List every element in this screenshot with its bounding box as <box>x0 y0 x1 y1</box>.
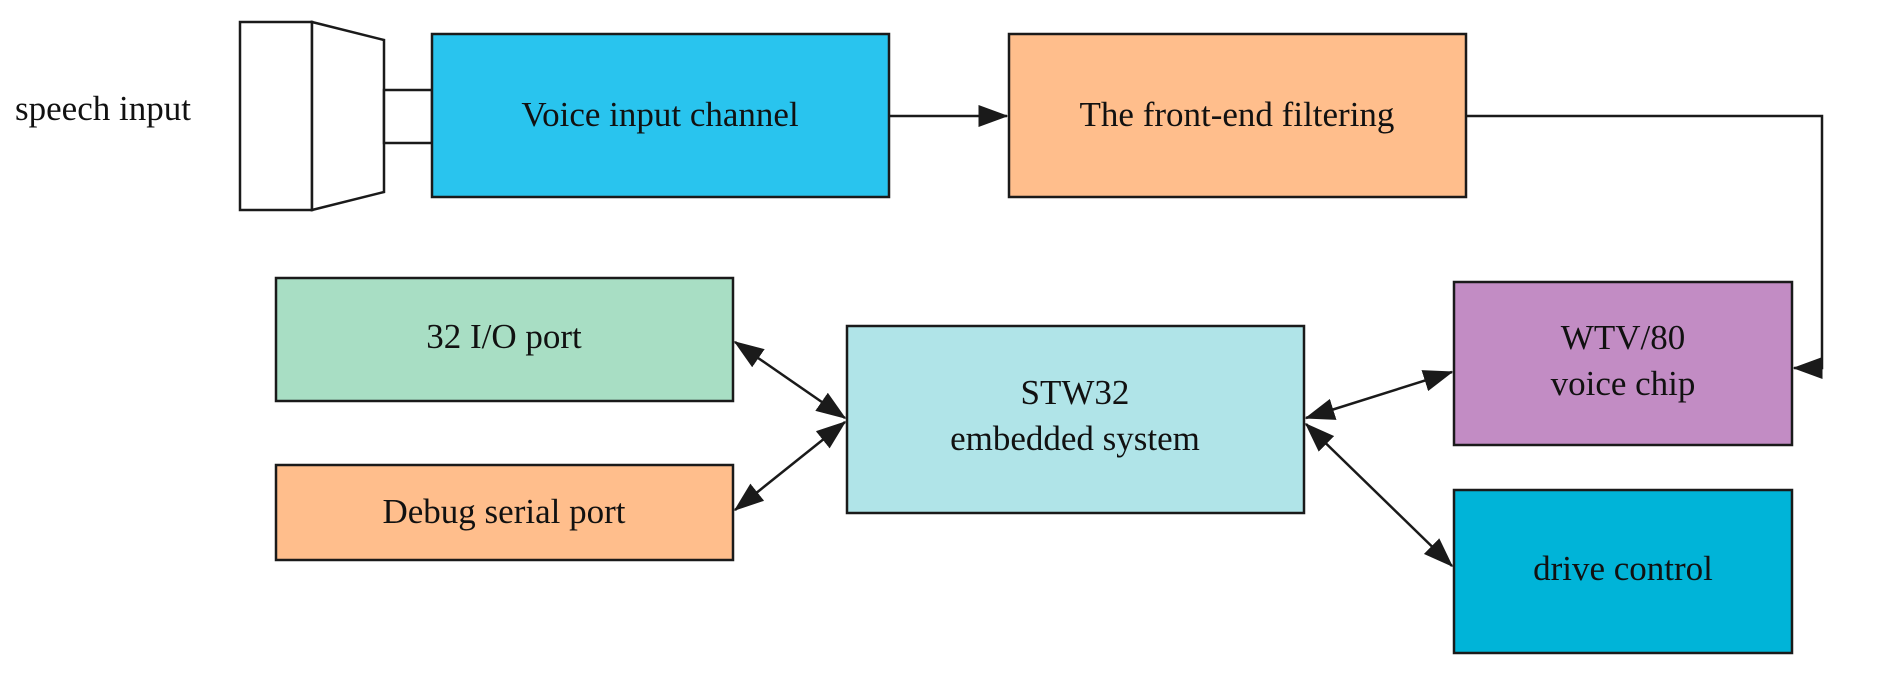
speech-input-label: speech input <box>15 89 191 128</box>
wtv80-line1-label: WTV/80 <box>1561 318 1685 357</box>
stw32-line1-label: STW32 <box>1021 373 1130 412</box>
stw32-embedded-system-box <box>845 324 1306 515</box>
io-port-box <box>274 276 735 403</box>
debug-serial-port-block: Debug serial port <box>274 463 735 562</box>
arrow-debug-stw32 <box>733 421 847 511</box>
io-port-block: 32 I/O port <box>274 276 735 403</box>
arrow-filter-to-chip <box>1466 114 1824 379</box>
io-port-label: 32 I/O port <box>426 317 582 356</box>
front-end-filtering-block: The front-end filtering <box>1007 32 1468 199</box>
arrow-stw32-drive <box>1304 422 1454 568</box>
wtv80-voice-chip-box <box>1452 280 1794 447</box>
stw32-embedded-system-block: STW32 embedded system <box>845 324 1306 515</box>
drive-control-label: drive control <box>1533 549 1713 588</box>
stw32-line2-label: embedded system <box>950 419 1200 458</box>
arrow-chip-stw32 <box>1304 370 1454 420</box>
debug-serial-port-box <box>274 463 735 562</box>
front-end-filtering-label: The front-end filtering <box>1080 95 1395 134</box>
debug-serial-port-label: Debug serial port <box>383 492 626 531</box>
arrow-ioport-stw32 <box>733 340 847 420</box>
drive-control-box <box>1452 488 1794 655</box>
voice-input-channel-label: Voice input channel <box>521 95 799 134</box>
voice-input-channel-block: Voice input channel <box>430 32 891 199</box>
wtv80-voice-chip-block: WTV/80 voice chip <box>1452 280 1794 447</box>
drive-control-block: drive control <box>1452 488 1794 655</box>
voice-input-channel-box <box>430 32 891 199</box>
microphone-icon <box>238 20 434 212</box>
front-end-filtering-box <box>1007 32 1468 199</box>
wtv80-line2-label: voice chip <box>1551 364 1696 403</box>
